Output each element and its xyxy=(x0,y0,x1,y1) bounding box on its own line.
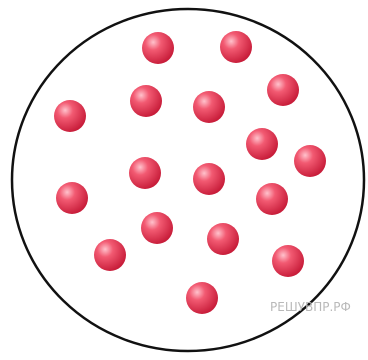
particle xyxy=(130,85,162,117)
particle xyxy=(141,212,173,244)
particle xyxy=(220,31,252,63)
particle xyxy=(207,223,239,255)
particle xyxy=(294,145,326,177)
particle xyxy=(54,100,86,132)
particle xyxy=(246,128,278,160)
particle xyxy=(56,182,88,214)
particle xyxy=(142,32,174,64)
particle xyxy=(186,282,218,314)
particle xyxy=(193,91,225,123)
watermark-text: РЕШУВПР.РФ xyxy=(270,300,351,314)
particle xyxy=(193,163,225,195)
particle xyxy=(256,183,288,215)
particle xyxy=(94,239,126,271)
particle xyxy=(267,74,299,106)
particle xyxy=(272,245,304,277)
particle xyxy=(129,157,161,189)
